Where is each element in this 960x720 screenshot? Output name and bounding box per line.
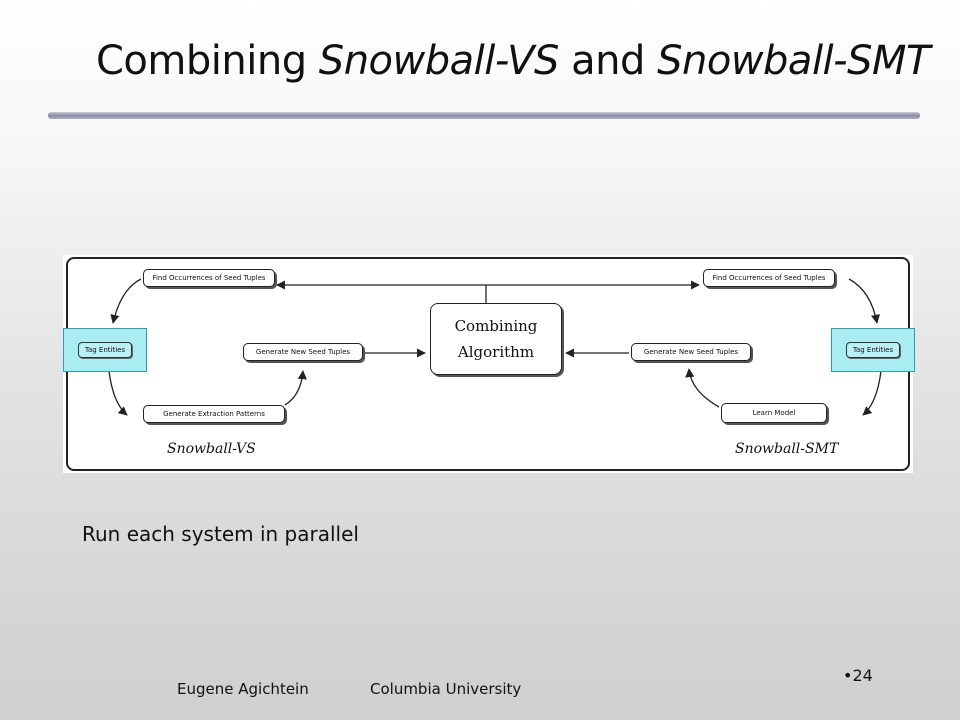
footer-organization: Columbia University bbox=[370, 680, 522, 698]
right-system-label: Snowball-SMT bbox=[735, 441, 839, 457]
right-arc-top bbox=[848, 278, 880, 324]
right-learn-model-box: Learn Model bbox=[721, 403, 827, 423]
title-divider bbox=[48, 112, 920, 119]
left-tag-entities-box: Tag Entities bbox=[77, 342, 133, 358]
combiner-line-1: Combining bbox=[454, 317, 538, 335]
slide-caption: Run each system in parallel bbox=[82, 522, 359, 546]
slide-title: Combining Snowball-VS and Snowball-SMT bbox=[96, 38, 936, 84]
title-part-1: Combining bbox=[96, 38, 319, 84]
left-find-occurrences-box: Find Occurrences of Seed Tuples bbox=[143, 269, 275, 287]
left-arc-top bbox=[110, 278, 142, 324]
title-part-2: Snowball-VS bbox=[318, 38, 560, 84]
left-generate-patterns-box: Generate Extraction Patterns bbox=[143, 405, 285, 423]
left-tag-entities-highlight: Tag Entities bbox=[63, 328, 147, 372]
left-arc-mid bbox=[284, 370, 307, 406]
left-arc-bottom bbox=[108, 370, 128, 416]
right-arc-mid bbox=[685, 368, 720, 408]
left-system-label: Snowball-VS bbox=[167, 441, 256, 457]
combining-algorithm-box: Combining Algorithm bbox=[430, 303, 562, 375]
right-find-occurrences-box: Find Occurrences of Seed Tuples bbox=[703, 269, 835, 287]
title-part-3: and bbox=[558, 38, 658, 84]
right-tag-entities-highlight: Tag Entities bbox=[831, 328, 915, 372]
title-part-4: Snowball-SMT bbox=[657, 38, 930, 84]
right-generate-tuples-box: Generate New Seed Tuples bbox=[631, 343, 751, 361]
footer-author: Eugene Agichtein bbox=[177, 680, 309, 698]
left-generate-tuples-box: Generate New Seed Tuples bbox=[243, 343, 363, 361]
right-tag-entities-box: Tag Entities bbox=[845, 342, 901, 358]
page-number: •24 bbox=[843, 666, 873, 685]
snowball-diagram: Find Occurrences of Seed Tuples Tag Enti… bbox=[63, 255, 915, 473]
combiner-line-2: Algorithm bbox=[457, 343, 535, 361]
right-arc-bottom bbox=[862, 370, 882, 416]
